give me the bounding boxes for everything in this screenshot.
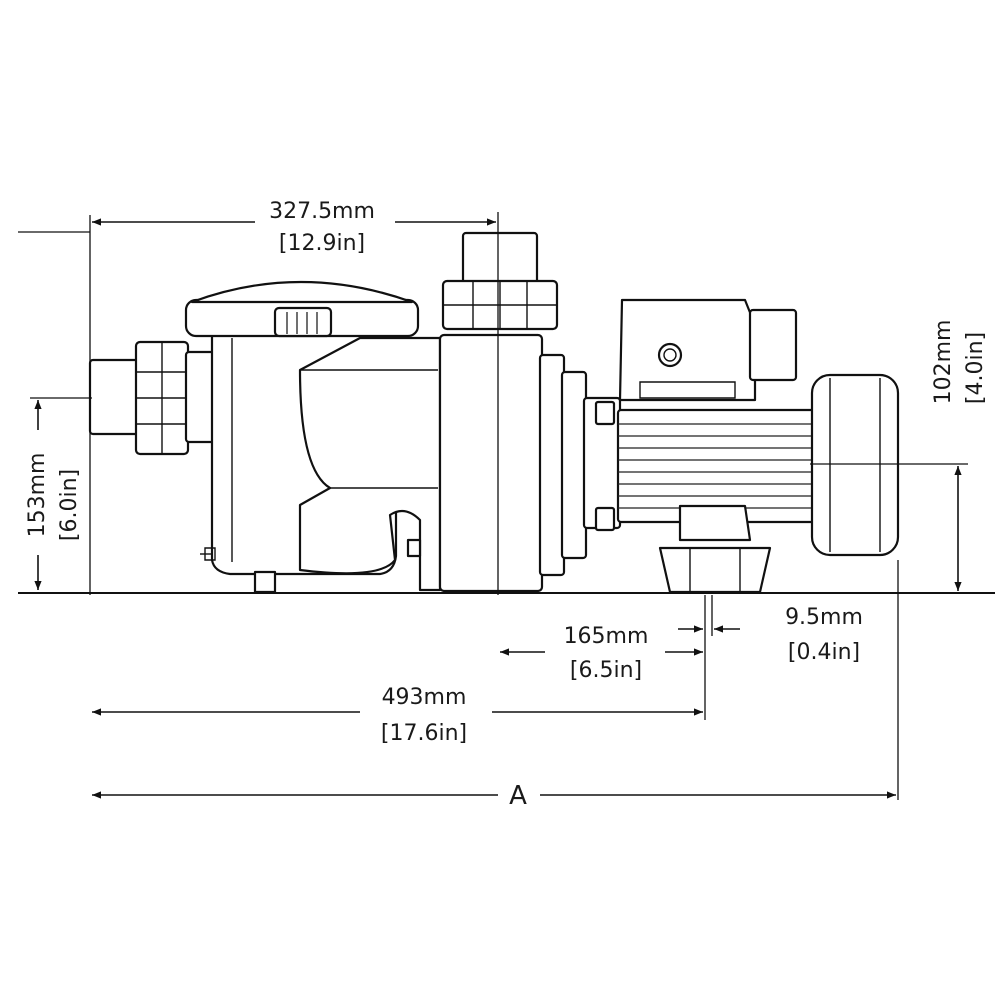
dim-outlet-height: 102mm [4.0in]: [810, 320, 988, 591]
dim-foot-width-mm: 9.5mm: [785, 605, 863, 630]
dim-foot-width-in: [0.4in]: [788, 640, 860, 665]
dim-inlet-height-in: [6.0in]: [57, 469, 82, 541]
inlet-union: [88, 340, 218, 456]
dim-foot-offset-mm: 165mm: [564, 624, 649, 649]
dim-top-width-mm: 327.5mm: [269, 199, 375, 224]
dim-top-width-in: [12.9in]: [279, 231, 365, 256]
dim-overall-to-foot-in: [17.6in]: [381, 721, 467, 746]
dim-overall-to-foot-mm: 493mm: [382, 685, 467, 710]
seal-plate: [438, 333, 622, 593]
dim-inlet-height-mm: 153mm: [25, 453, 50, 538]
volute-housing: [298, 336, 442, 592]
dim-foot-width: 9.5mm [0.4in]: [678, 605, 863, 665]
pump-illustration: [88, 231, 900, 594]
dim-inlet-height: 153mm [6.0in]: [25, 397, 92, 590]
motor: [616, 298, 900, 594]
dim-foot-offset: 165mm [6.5in]: [500, 595, 713, 720]
strainer-lid: [184, 280, 420, 338]
dim-overall-length: A: [92, 560, 899, 811]
dim-overall-to-foot: 493mm [17.6in]: [92, 685, 703, 746]
dim-overall-length-label: A: [509, 781, 527, 811]
dim-top-width: 327.5mm [12.9in]: [18, 199, 499, 595]
outlet-union: [441, 231, 559, 331]
dim-outlet-height-in: [4.0in]: [963, 332, 988, 404]
dim-foot-offset-in: [6.5in]: [570, 658, 642, 683]
dim-outlet-height-mm: 102mm: [931, 320, 956, 405]
